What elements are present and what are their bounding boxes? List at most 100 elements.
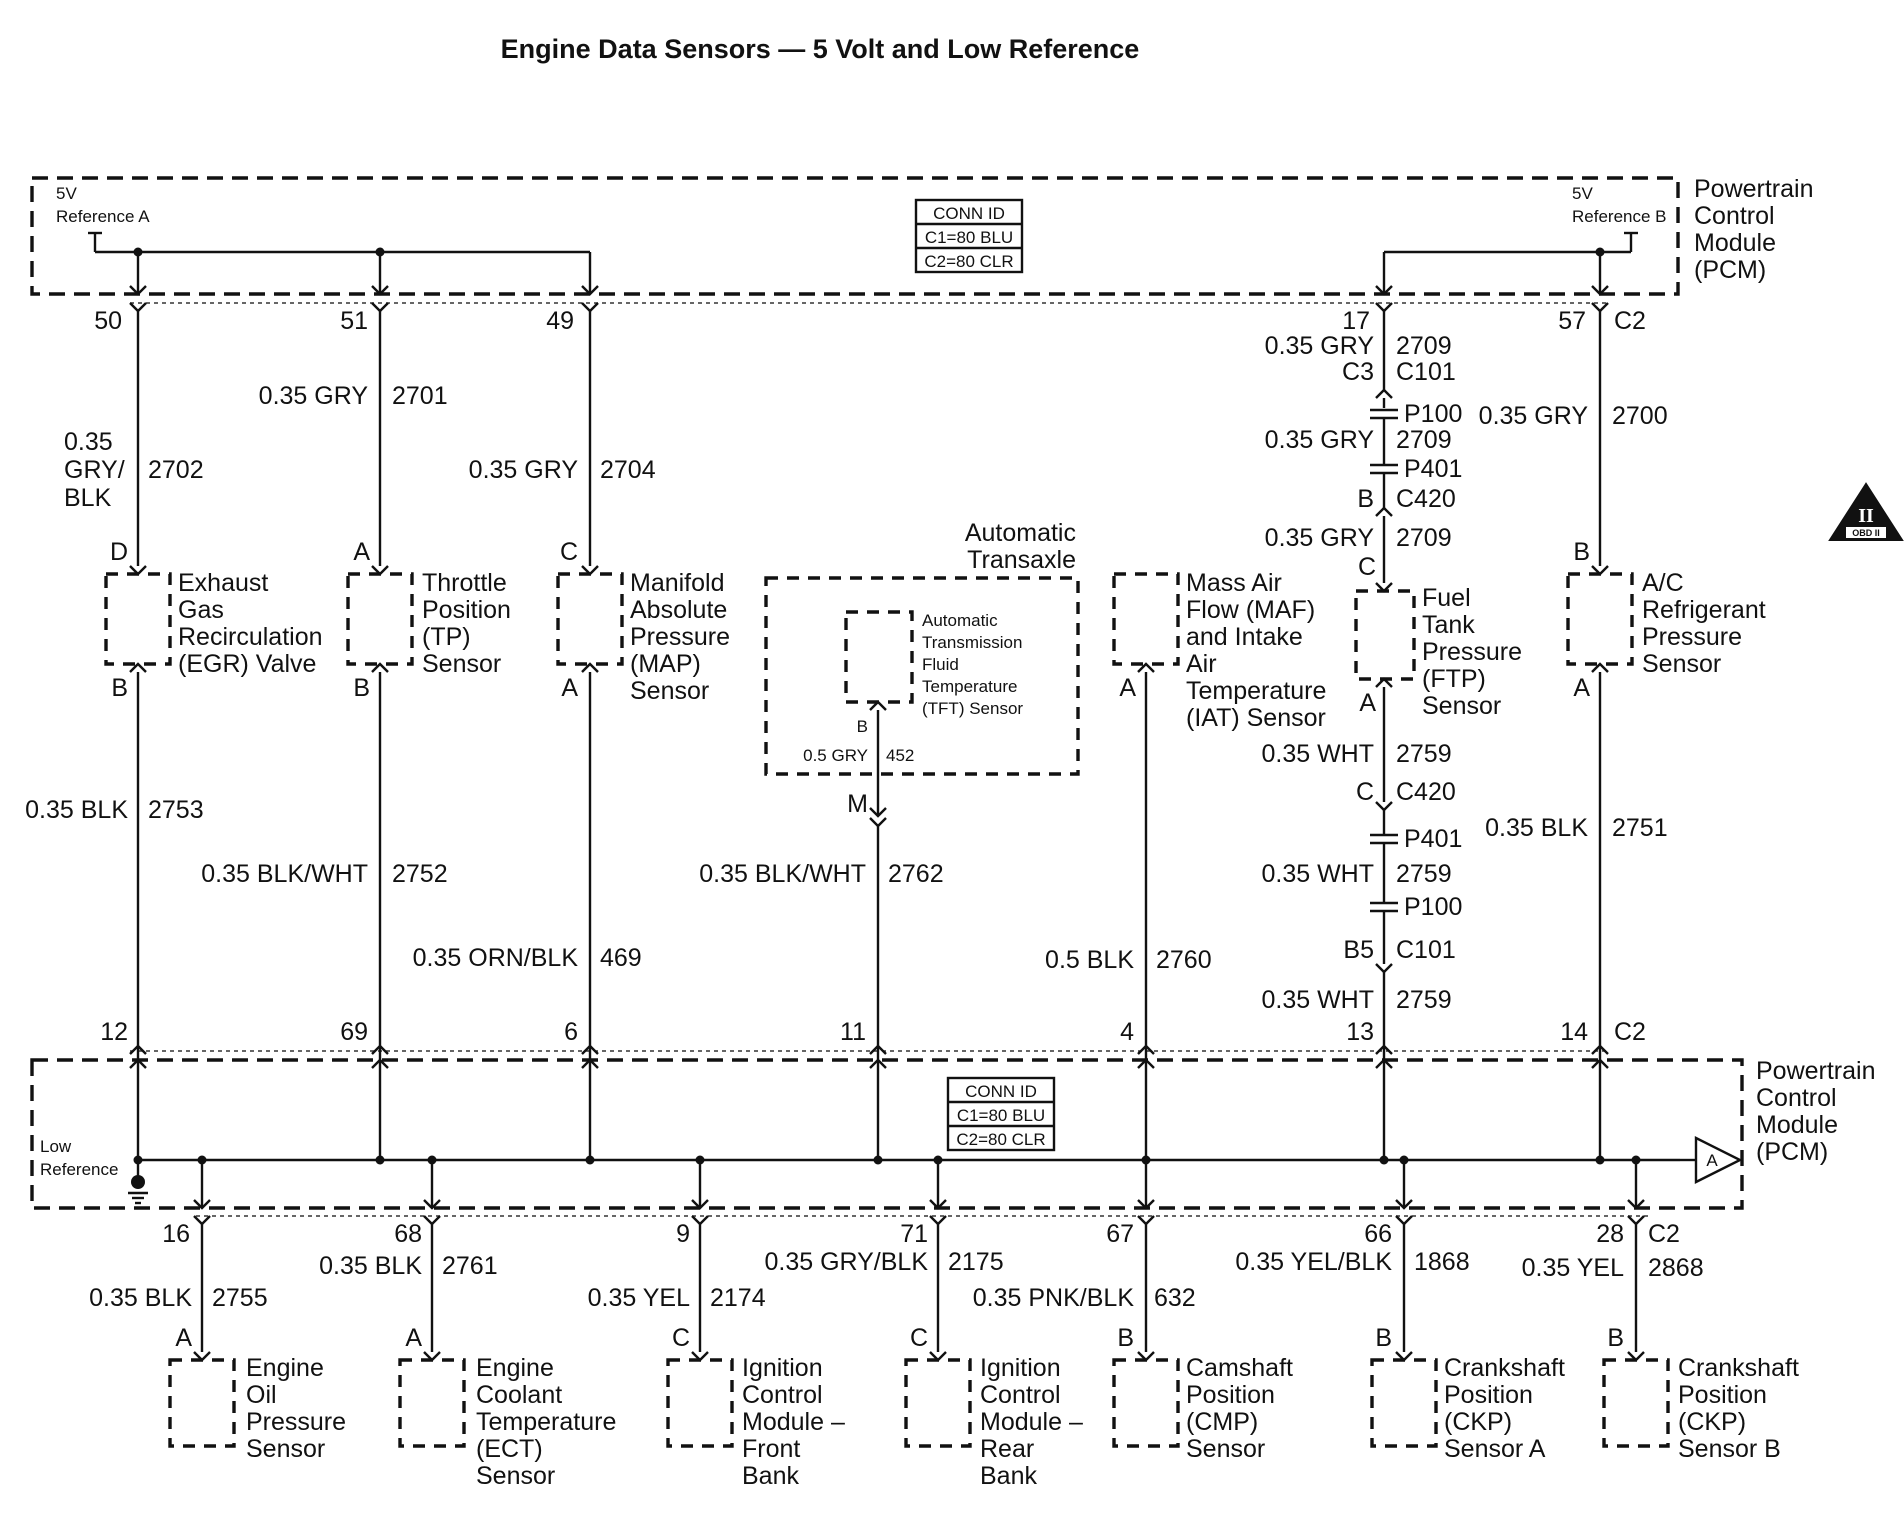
pcm-bottom-box <box>30 1058 1744 1210</box>
wire-1868-circuit: 1868 <box>1414 1248 1470 1276</box>
wire-2760-color: 0.5 BLK <box>1045 946 1134 974</box>
wire-2759-chain <box>1370 687 1398 1046</box>
mid-pin-4: 4 <box>1120 1018 1134 1046</box>
pcm-top-name-1: Powertrain <box>1694 175 1814 203</box>
conn-id-bottom-header: CONN ID <box>965 1082 1037 1101</box>
conn-p100-2: P100 <box>1404 893 1462 921</box>
map-name-3: Pressure <box>630 623 730 651</box>
egr-name-3: Recirculation <box>178 623 323 651</box>
bottom-pin-28-c2: C2 <box>1648 1220 1680 1248</box>
wire-2753-color: 0.35 BLK <box>25 796 128 824</box>
egr-name-1: Exhaust <box>178 569 268 597</box>
ect-name-2: Coolant <box>476 1381 562 1409</box>
icm-rear-name-2: Control <box>980 1381 1061 1409</box>
wire-2174-color: 0.35 YEL <box>588 1284 691 1312</box>
wire-452-color: 0.5 GRY <box>803 746 868 765</box>
low-ref-label-1: Low <box>40 1137 72 1156</box>
wire-2709-circuit-3: 2709 <box>1396 524 1452 552</box>
egr-name-2: Gas <box>178 596 224 624</box>
obd-ii-badge: II OBD II <box>1828 482 1904 541</box>
wire-2709-circuit-2: 2709 <box>1396 426 1452 454</box>
page-title: Engine Data Sensors — 5 Volt and Low Ref… <box>501 34 1140 64</box>
sensor-maf-iat-box <box>1112 572 1180 666</box>
conn-id-bottom: CONN ID C1=80 BLU C2=80 CLR <box>946 1076 1056 1152</box>
wire-2761-circuit: 2761 <box>442 1252 498 1280</box>
sensor-ckp-b-box <box>1602 1358 1670 1448</box>
wire-2868-circuit: 2868 <box>1648 1254 1704 1282</box>
tp-name-1: Throttle <box>422 569 507 597</box>
wire-2759-circuit-2: 2759 <box>1396 860 1452 888</box>
tft-name-5: (TFT) Sensor <box>922 699 1023 718</box>
ground-icon <box>128 1160 148 1205</box>
tp-terminal-bottom: B <box>353 674 370 702</box>
eop-name-1: Engine <box>246 1354 324 1382</box>
wire-2701-color: 0.35 GRY <box>259 382 369 410</box>
pcm-top-box <box>30 176 1680 296</box>
map-terminal-top: C <box>560 538 578 566</box>
wire-2868-color: 0.35 YEL <box>1522 1254 1625 1282</box>
wire-2762-circuit: 2762 <box>888 860 944 888</box>
conn-id-top: CONN ID C1=80 BLU C2=80 CLR <box>914 198 1024 274</box>
maf-name-6: (IAT) Sensor <box>1186 704 1326 732</box>
low-ref-bus <box>129 1044 1680 1165</box>
wire-469-circuit: 469 <box>600 944 642 972</box>
transaxle-label-1: Automatic <box>965 519 1076 547</box>
conn-p100-1: P100 <box>1404 400 1462 428</box>
eop-name-4: Sensor <box>246 1435 325 1463</box>
sensor-icm-front-box <box>666 1358 734 1448</box>
tft-name-1: Automatic <box>922 611 998 630</box>
maf-name-3: and Intake <box>1186 623 1303 651</box>
ckp-b-name-1: Crankshaft <box>1678 1354 1799 1382</box>
transaxle-label-2: Transaxle <box>967 546 1076 574</box>
icm-rear-terminal: C <box>910 1324 928 1352</box>
ect-name-1: Engine <box>476 1354 554 1382</box>
obd-ii-text: OBD II <box>1852 528 1880 538</box>
ref-b-label-2: Reference B <box>1572 207 1667 226</box>
sensor-tp-box <box>346 572 414 666</box>
wire-2759-color-3: 0.35 WHT <box>1261 986 1374 1014</box>
offpage-connector-a-label: A <box>1706 1151 1718 1170</box>
ckp-a-terminal: B <box>1375 1324 1392 1352</box>
pcm-bottom-name-1: Powertrain <box>1756 1057 1876 1085</box>
ect-name-5: Sensor <box>476 1462 555 1490</box>
top-pin-57: 57 <box>1558 307 1586 335</box>
conn-p401-2: P401 <box>1404 825 1462 853</box>
pcm-bottom-name-3: Module <box>1756 1111 1838 1139</box>
bottom-pin-66: 66 <box>1364 1220 1392 1248</box>
ftp-name-5: Sensor <box>1422 692 1501 720</box>
ref-a-label-1: 5V <box>56 184 77 203</box>
cmp-name-1: Camshaft <box>1186 1354 1293 1382</box>
bottom-pin-16: 16 <box>162 1220 190 1248</box>
wire-2760-circuit: 2760 <box>1156 946 1212 974</box>
wire-2751-circuit: 2751 <box>1612 814 1668 842</box>
wire-2702-color-2: BLK <box>64 484 112 512</box>
icm-rear-name-4: Rear <box>980 1435 1034 1463</box>
egr-name-4: (EGR) Valve <box>178 650 316 678</box>
wire-469-color: 0.35 ORN/BLK <box>413 944 579 972</box>
icm-front-name-3: Module – <box>742 1408 845 1436</box>
wire-2759-color-1: 0.35 WHT <box>1261 740 1374 768</box>
ftp-terminal-bottom: A <box>1359 689 1376 717</box>
icm-rear-name-1: Ignition <box>980 1354 1061 1382</box>
bottom-pin-9: 9 <box>676 1220 690 1248</box>
wire-2709-color-1: 0.35 GRY <box>1265 332 1375 360</box>
pcm-top-name-4: (PCM) <box>1694 256 1766 284</box>
maf-name-5: Temperature <box>1186 677 1326 705</box>
pcm-bottom-name-4: (PCM) <box>1756 1138 1828 1166</box>
wire-632-circuit: 632 <box>1154 1284 1196 1312</box>
maf-name-1: Mass Air <box>1186 569 1282 597</box>
icm-rear-name-3: Module – <box>980 1408 1083 1436</box>
ftp-name-2: Tank <box>1422 611 1475 639</box>
wire-2704-circuit: 2704 <box>600 456 656 484</box>
ckp-a-name-1: Crankshaft <box>1444 1354 1565 1382</box>
sensor-eop-box <box>168 1358 236 1448</box>
bottom-pin-71: 71 <box>900 1220 928 1248</box>
bottom-pin-67: 67 <box>1106 1220 1134 1248</box>
sensor-map-box <box>556 572 624 666</box>
conn-c-c420: C <box>1356 778 1374 806</box>
map-name-1: Manifold <box>630 569 725 597</box>
maf-name-4: Air <box>1186 650 1217 678</box>
tp-name-3: (TP) <box>422 623 471 651</box>
ftp-name-4: (FTP) <box>1422 665 1486 693</box>
offpage-connector-a-icon: A <box>1680 1136 1743 1184</box>
